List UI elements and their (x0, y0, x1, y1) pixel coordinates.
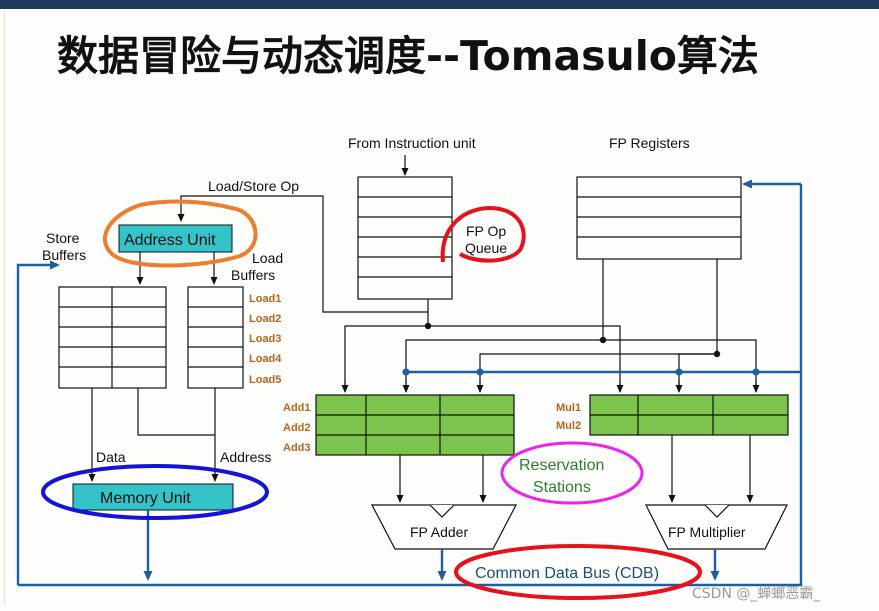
fp-multiplier (645, 504, 788, 550)
address-unit-label: Address Unit (124, 232, 216, 249)
top-bar (0, 0, 879, 9)
slide-border (4, 10, 5, 605)
mul-station-label: Mul1 (556, 402, 581, 414)
red-annotation-queue (440, 205, 526, 263)
store-buffers (58, 286, 167, 389)
load-buffers-label-1: Load (252, 250, 283, 266)
fp-adder (371, 504, 517, 550)
store-buffers-label-1: Store (46, 230, 80, 246)
cdb-label: Common Data Bus (CDB) (475, 565, 659, 582)
mul-station-label: Mul2 (556, 420, 581, 432)
reservation-stations-label-1: Reservation (519, 457, 604, 474)
cdb-taps (402, 368, 760, 376)
add-station-label: Add1 (283, 402, 311, 414)
load-buffer-label: Load1 (249, 293, 281, 305)
load-buffer-label: Load5 (249, 374, 281, 386)
from-instruction-unit-label: From Instruction unit (348, 135, 476, 151)
slide-title: 数据冒险与动态调度--Tomasulo算法 (57, 32, 759, 80)
address-unit (118, 224, 233, 253)
load-buffers (187, 286, 244, 389)
memory-unit (72, 483, 234, 511)
load-buffer-label: Load3 (249, 333, 281, 345)
address-label: Address (220, 449, 271, 465)
fp-multiplier-label: FP Multiplier (668, 524, 746, 540)
fp-adder-label: FP Adder (410, 524, 468, 540)
load-store-op-label: Load/Store Op (208, 178, 299, 194)
store-buffers-label-2: Buffers (42, 247, 86, 263)
load-buffer-label: Load4 (249, 353, 282, 365)
operand-wiring (344, 259, 757, 392)
add-station-label: Add2 (283, 422, 311, 434)
load-buffer-label: Load2 (249, 313, 281, 325)
common-data-bus (16, 179, 803, 587)
blue-annotation (41, 464, 269, 520)
fp-registers-label: FP Registers (609, 135, 690, 151)
add-station-label: Add3 (283, 442, 311, 454)
station-input-arrows (341, 380, 760, 393)
fp-op-queue-label-1: FP Op (466, 223, 506, 239)
data-label: Data (96, 449, 126, 465)
red-annotation-cdb (454, 544, 702, 600)
fp-registers (576, 176, 742, 260)
add-reservation-stations (315, 394, 515, 456)
fp-op-queue (357, 176, 453, 300)
memory-unit-label: Memory Unit (100, 490, 191, 507)
magenta-annotation (500, 441, 644, 505)
watermark: CSDN @_蝉螂恶霸_ (692, 586, 821, 602)
junction-dots (424, 322, 721, 358)
fp-op-queue-label-2: Queue (465, 240, 507, 256)
reservation-stations-label-2: Stations (533, 479, 591, 496)
orange-annotation (102, 199, 258, 268)
mul-reservation-stations (589, 394, 789, 436)
load-buffers-label-2: Buffers (231, 267, 275, 283)
